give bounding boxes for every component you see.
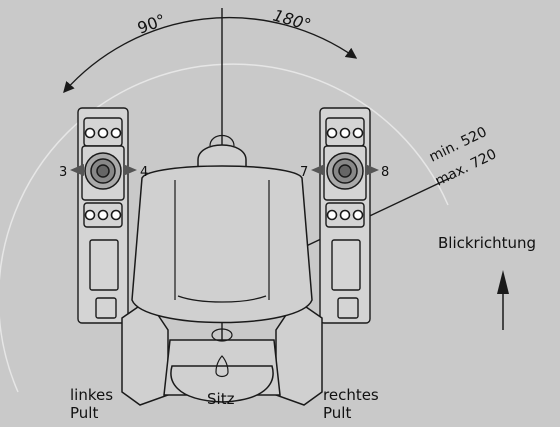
right-console-label-line2: Pult — [323, 404, 351, 422]
left-joystick-arrow-left — [70, 164, 84, 176]
left-console-label-line2: Pult — [70, 404, 98, 422]
right-console-num-b: 8 — [381, 165, 389, 180]
swivel-arc — [63, 16, 358, 94]
view-direction-label: Blickrichtung — [438, 234, 536, 252]
seat-details — [174, 134, 270, 378]
left-joystick — [84, 152, 122, 190]
left-console-buttons — [84, 127, 122, 221]
right-console-label-line1: rechtes — [323, 386, 379, 404]
left-console-label-line1: linkes — [70, 386, 113, 404]
right-joystick — [326, 152, 364, 190]
left-joystick-arrow-right — [123, 164, 137, 176]
right-console-num-a: 7 — [300, 165, 308, 180]
right-joystick-arrow-right — [365, 164, 379, 176]
view-arrowhead — [497, 270, 509, 294]
left-console-num-b: 4 — [140, 165, 148, 180]
angle-label-left: 90° — [135, 10, 168, 38]
right-console-buttons — [326, 127, 364, 221]
angle-label-right: 180° — [271, 6, 313, 35]
left-console-num-a: 3 — [59, 165, 67, 180]
seat-label: Sitz — [207, 390, 235, 408]
right-joystick-arrow-left — [311, 164, 325, 176]
seat — [121, 144, 323, 406]
